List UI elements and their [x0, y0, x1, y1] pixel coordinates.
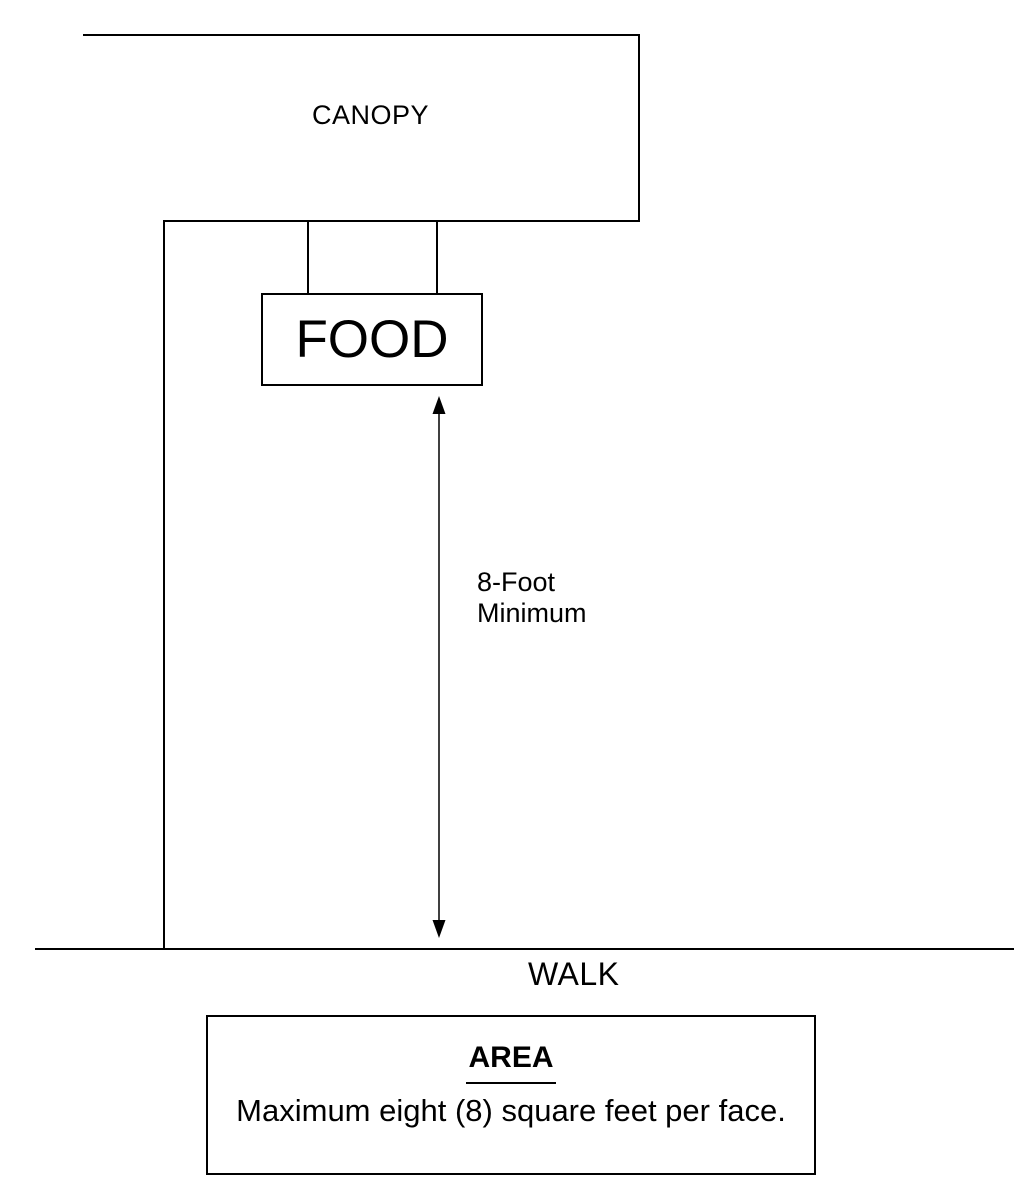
canopy-label: CANOPY [311, 100, 430, 130]
food-sign-box: FOOD [261, 293, 483, 386]
canopy-top-line [83, 34, 640, 36]
canopy-bottom-line [163, 220, 640, 222]
clearance-arrow-icon [432, 396, 446, 938]
building-wall-line [163, 220, 165, 950]
arrow-down-head-icon [432, 920, 446, 938]
arrow-up-head-icon [432, 396, 446, 414]
canopy-right-line [638, 34, 640, 222]
area-note-heading: AREA [466, 1041, 556, 1084]
sign-hanger-right-line [436, 222, 438, 293]
area-note-body: Maximum eight (8) square feet per face. [236, 1093, 786, 1128]
clearance-label-line1: 8-Foot [477, 567, 556, 597]
walk-label: WALK [528, 956, 620, 992]
clearance-label: 8-Foot Minimum [477, 567, 587, 629]
area-note-box: AREA Maximum eight (8) square feet per f… [206, 1015, 816, 1175]
clearance-label-line2: Minimum [477, 598, 587, 628]
food-sign-label: FOOD [295, 310, 449, 369]
walk-surface-line [35, 948, 1014, 950]
sign-hanger-left-line [307, 222, 309, 293]
